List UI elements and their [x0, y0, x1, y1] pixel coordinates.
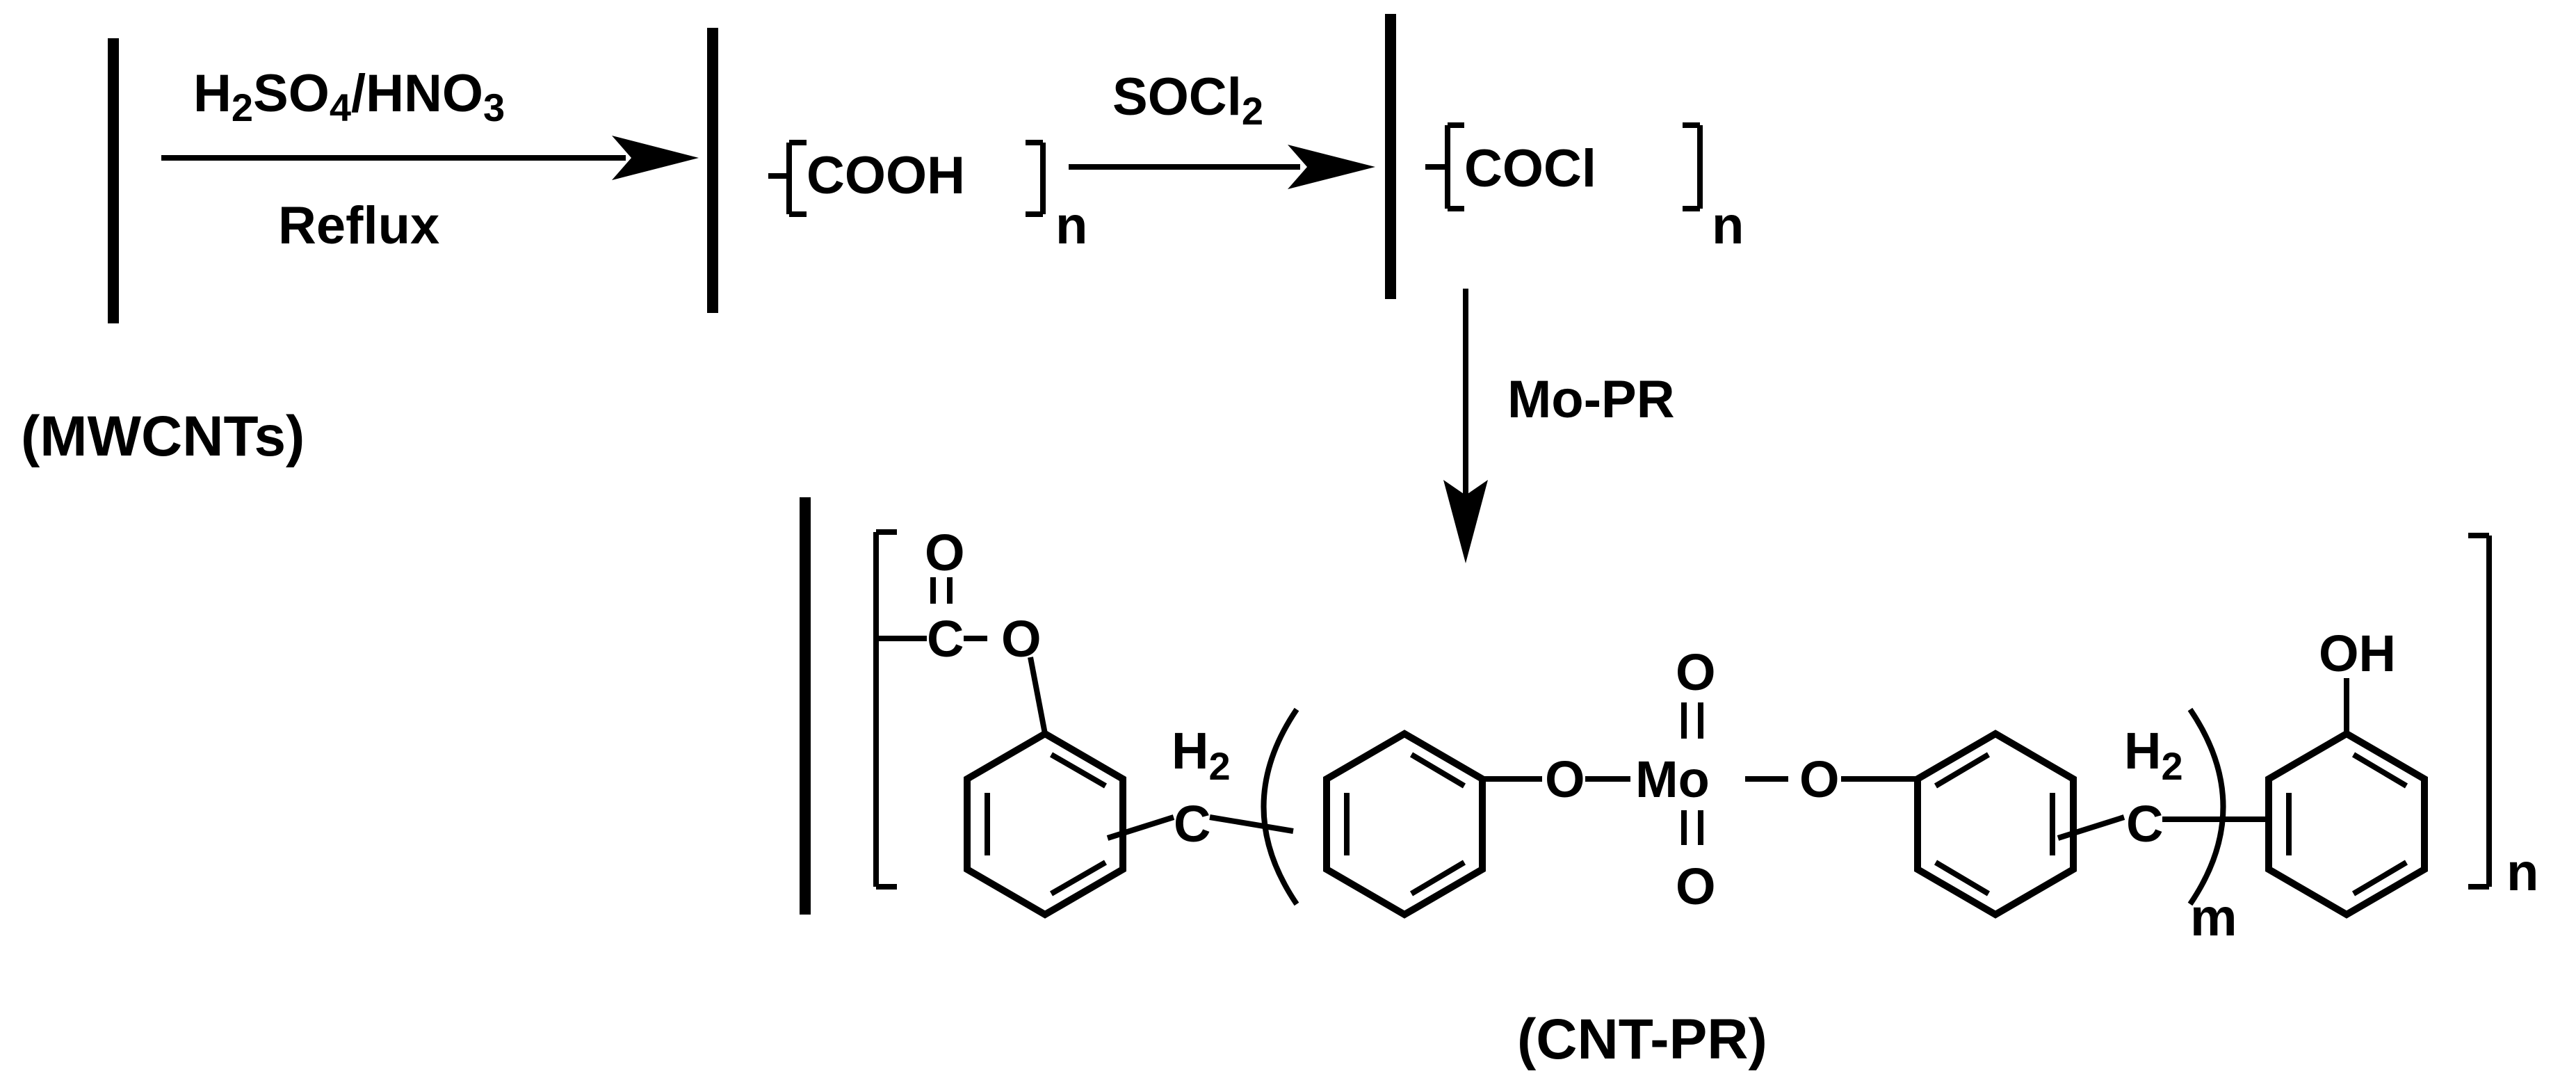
ester-oxygen: O [1001, 610, 1042, 668]
step3-reagent: Mo-PR [1507, 370, 1675, 429]
cooh-group: COOH [807, 146, 965, 205]
cooh-bracket-left [768, 140, 807, 217]
cocl-repeat-n: n [1712, 196, 1744, 255]
carbonyl-oxygen: O [925, 524, 965, 581]
molybdenum: Mo [1635, 750, 1710, 808]
inner-paren-left [1261, 707, 1299, 906]
reaction-arrow-2 [1069, 145, 1375, 189]
outer-bracket-right [2468, 533, 2492, 890]
cocl-bracket-left [1425, 122, 1464, 211]
step1-reagent: H2SO4/HNO3 [193, 64, 505, 129]
mo-oxo-top-bond [1681, 702, 1703, 739]
cocl-bracket-right [1683, 122, 1703, 211]
product-label: (CNT-PR) [1517, 1008, 1767, 1071]
step1-condition: Reflux [278, 196, 439, 255]
hydroxyl-group: OH [2319, 625, 2396, 682]
ch2-b-hydrogen: H2 [2124, 722, 2183, 788]
cooh-repeat-n: n [1055, 196, 1087, 255]
cooh-bracket-right [1026, 140, 1046, 217]
ring-c-ch2-bond [2057, 814, 2125, 841]
reaction-arrow-1 [161, 136, 699, 180]
mo-oxo-top: O [1676, 643, 1716, 701]
ch2-b-carbon: C [2126, 795, 2163, 853]
benzene-ring-d [2265, 730, 2428, 919]
phenoxy-oxygen-right: O [1799, 750, 1840, 808]
benzene-ring-c [1914, 730, 2077, 919]
ester-ring-bond [1028, 657, 1048, 734]
benzene-ring-a [964, 730, 1126, 919]
benzene-ring-b [1323, 730, 1486, 919]
inner-repeat-m: m [2190, 888, 2237, 947]
phenoxy-oxygen-left: O [1545, 750, 1585, 808]
ring-a-ch2-bond [1106, 814, 1175, 841]
reaction-arrow-3 [1443, 289, 1488, 563]
mo-oxo-bottom: O [1676, 858, 1716, 915]
ch2-a-carbon: C [1174, 795, 1210, 853]
carbonyl-carbon: C [927, 610, 964, 668]
cocl-group: COCl [1464, 139, 1596, 198]
mo-oxo-bottom-bond [1681, 810, 1703, 845]
outer-bracket-left [873, 529, 897, 890]
mwcnt-label: (MWCNTs) [21, 405, 305, 468]
outer-repeat-n: n [2506, 843, 2538, 902]
ch2-a-ring-b-bond [1209, 814, 1294, 834]
step2-reagent: SOCl2 [1112, 67, 1263, 133]
carbonyl-double-bond [930, 577, 953, 604]
ch2-a-hydrogen: H2 [1172, 722, 1231, 788]
inner-paren-right [2187, 707, 2226, 906]
